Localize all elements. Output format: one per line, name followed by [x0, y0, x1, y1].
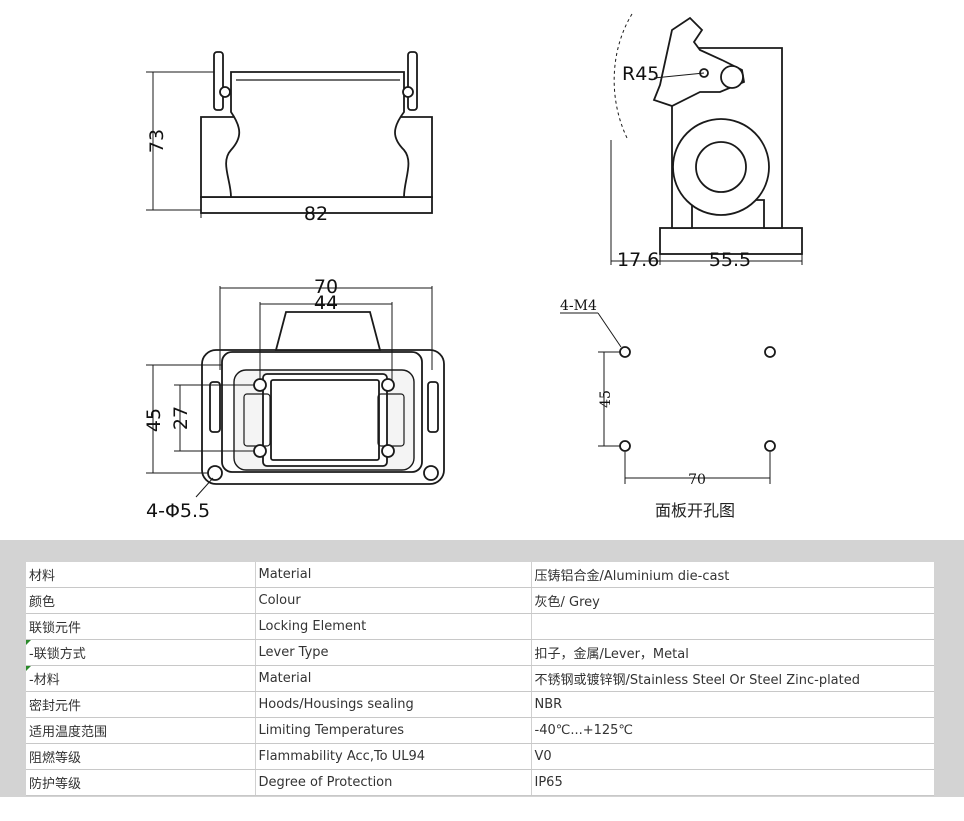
table-cell-cn: 适用温度范围: [26, 717, 256, 744]
cutout-vertical-dim: 45: [598, 390, 614, 408]
panel-cutout: 4-M4 45 70 面板开孔图: [560, 298, 776, 520]
cutout-hole-icon: [764, 440, 776, 452]
screw-icon: [381, 378, 395, 392]
table-cell-cn: 联锁元件: [26, 613, 256, 640]
top-inner-dim: 44: [314, 292, 338, 314]
front-view: 73 82: [146, 51, 433, 225]
table-cell-en: Colour: [255, 587, 532, 614]
front-left-lever: [213, 51, 224, 111]
bottom-strip: [0, 797, 964, 821]
table-cell-value: 扣子，金属/Lever，Metal: [531, 639, 934, 666]
top-inner-height-dim: 27: [170, 406, 192, 430]
front-right-lever: [407, 51, 418, 111]
cutout-horizontal-dim: 70: [688, 472, 706, 488]
table-cell-value: -40℃...+125℃: [531, 717, 934, 744]
side-radius-dim: R45: [622, 63, 659, 85]
drawing-canvas: 73 82 R45 17.6 55.5: [143, 13, 803, 522]
front-hood: [225, 71, 410, 198]
technical-drawing: 73 82 R45 17.6 55.5: [143, 13, 803, 522]
side-view: R45 17.6 55.5: [610, 13, 803, 271]
side-offset-dim: 17.6: [617, 249, 659, 271]
table-cell-en: Lever Type: [255, 639, 532, 666]
cutout-hole-icon: [764, 346, 776, 358]
lever-swing-arc: [613, 13, 633, 141]
top-outer-dim: 70: [314, 276, 338, 298]
top-hood-bump: [274, 311, 382, 351]
side-width-dim: 55.5: [709, 249, 751, 271]
table-cell-value: 灰色/ Grey: [531, 587, 934, 614]
table-cell-cn: 防护等级: [26, 769, 256, 796]
screw-icon: [381, 444, 395, 458]
side-lever: [652, 16, 746, 107]
screw-icon: [253, 444, 267, 458]
table-cell-cn: -材料: [26, 665, 256, 692]
table-cell-value: 不锈钢或镀锌钢/Stainless Steel Or Steel Zinc-pl…: [531, 665, 934, 692]
table-cell-cn: 材料: [26, 562, 256, 588]
table-cell-en: Material: [255, 665, 532, 692]
front-width-dim: 82: [304, 203, 328, 225]
table-cell-value: NBR: [531, 691, 934, 718]
table-cell-value: 压铸铝合金/Aluminium die-cast: [531, 562, 934, 588]
table-cell-en: Flammability Acc,To UL94: [255, 743, 532, 770]
table-cell-cn: 密封元件: [26, 691, 256, 718]
table-cell-cn: 颜色: [26, 587, 256, 614]
table-cell-value: V0: [531, 743, 934, 770]
cutout-thread-dim: 4-M4: [560, 298, 597, 314]
cutout-caption: 面板开孔图: [655, 501, 735, 520]
screw-icon: [253, 378, 267, 392]
mount-hole-icon: [423, 465, 439, 481]
table-cell-en: Limiting Temperatures: [255, 717, 532, 744]
table-cell-value: [531, 613, 934, 640]
cutout-hole-icon: [619, 440, 631, 452]
top-holes-dim: 4-Φ5.5: [146, 500, 210, 522]
table-cell-en: Hoods/Housings sealing: [255, 691, 532, 718]
side-base-plate: [659, 227, 803, 255]
top-height-dim: 45: [143, 408, 165, 432]
table-cell-en: Material: [255, 562, 532, 588]
table-cell-en: Degree of Protection: [255, 769, 532, 796]
mount-hole-icon: [207, 465, 223, 481]
front-height-dim: 73: [146, 129, 168, 153]
table-cell-cn: -联锁方式: [26, 639, 256, 666]
top-view: 70 44 45 27 4-Φ5.5: [143, 276, 445, 522]
cutout-hole-icon: [619, 346, 631, 358]
table-cell-cn: 阻燃等级: [26, 743, 256, 770]
table-cell-value: IP65: [531, 769, 934, 796]
table-cell-en: Locking Element: [255, 613, 532, 640]
